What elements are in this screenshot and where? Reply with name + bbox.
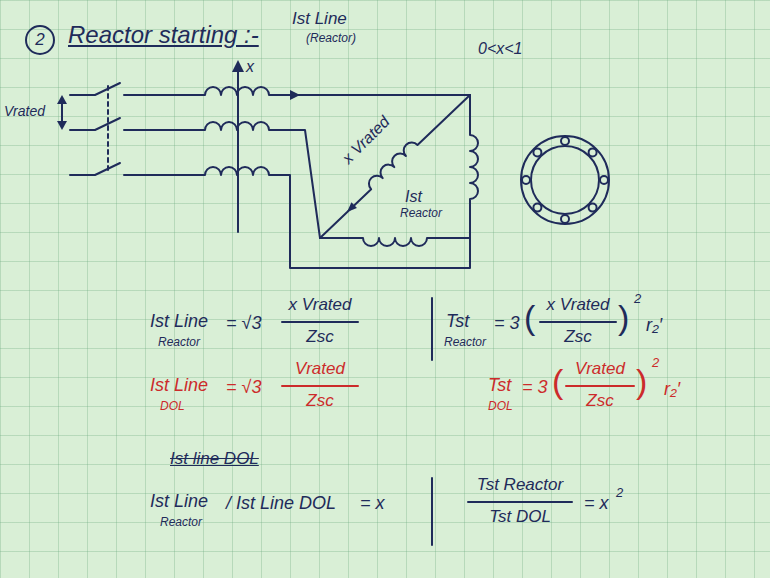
bracket: ( xyxy=(552,364,563,398)
equation-term: r₂′ xyxy=(646,316,662,336)
heading: Reactor starting :- xyxy=(68,22,259,48)
fraction-bar xyxy=(282,385,634,387)
fraction-bar xyxy=(282,322,616,502)
equation-term: = x xyxy=(360,494,385,514)
stator-winding xyxy=(320,238,470,246)
current-label: Ist Line xyxy=(292,10,347,29)
callout-number: 2 xyxy=(35,31,44,50)
stator-winding xyxy=(470,95,478,238)
bracket: ) xyxy=(618,300,629,334)
equation-term: Tst xyxy=(488,376,511,396)
tap-label: x xyxy=(246,58,254,76)
equation-term: Ist Line xyxy=(150,312,208,332)
equation-term: = √3 xyxy=(226,314,261,334)
arrowhead xyxy=(57,121,67,130)
fraction-denominator: Zsc xyxy=(306,392,333,411)
equation-term: Tst xyxy=(446,312,469,332)
equation-term: / Ist Line DOL xyxy=(226,494,336,514)
exponent: 2 xyxy=(652,356,659,370)
exponent: 2 xyxy=(616,486,623,500)
fraction-denominator: Zsc xyxy=(306,328,333,347)
voltage-label: Vrated xyxy=(4,104,45,119)
equation-subscript: Reactor xyxy=(160,516,202,529)
equation-term: r₂′ xyxy=(664,380,680,400)
number-circle xyxy=(26,26,54,54)
switch-symbol xyxy=(70,83,120,175)
equation-term: = 3 xyxy=(522,378,548,398)
equation-subscript: DOL xyxy=(488,400,513,413)
divider-line xyxy=(431,298,433,545)
current-label: Ist xyxy=(405,188,422,206)
fraction-denominator: Tst DOL xyxy=(489,508,551,527)
bracket: ) xyxy=(636,364,647,398)
arrowhead xyxy=(57,95,67,104)
range-note: 0<x<1 xyxy=(478,40,522,58)
bracket: ( xyxy=(524,300,535,334)
equation-subscript: Reactor xyxy=(158,336,200,349)
fraction-numerator: Vrated xyxy=(295,360,345,379)
current-subscript: (Reactor) xyxy=(306,32,356,45)
fraction-denominator: Zsc xyxy=(586,392,613,411)
arrowhead xyxy=(290,90,300,100)
stator-winding xyxy=(320,95,470,238)
tap-line xyxy=(237,66,239,232)
reactor-coil xyxy=(124,167,470,268)
equation-term: Ist Line xyxy=(150,376,208,396)
equation-subscript: Reactor xyxy=(444,336,486,349)
voltage-label: x Vrated xyxy=(339,113,393,167)
struck-note: Ist line DOL xyxy=(170,450,259,469)
fraction-numerator: x Vrated xyxy=(546,296,609,315)
fraction-numerator: x Vrated xyxy=(288,296,351,315)
equation-term: = √3 xyxy=(226,378,261,398)
fraction-numerator: Vrated xyxy=(575,360,625,379)
arrowhead xyxy=(232,60,244,72)
motor-section xyxy=(521,136,609,224)
exponent: 2 xyxy=(634,292,641,306)
equation-subscript: DOL xyxy=(160,400,185,413)
current-subscript: Reactor xyxy=(400,207,442,220)
equation-term: = x xyxy=(584,494,609,514)
fraction-numerator: Tst Reactor xyxy=(477,476,563,495)
fraction-denominator: Zsc xyxy=(564,328,591,347)
equation-term: = 3 xyxy=(494,314,520,334)
equation-term: Ist Line xyxy=(150,492,208,512)
arrowhead xyxy=(347,202,357,212)
